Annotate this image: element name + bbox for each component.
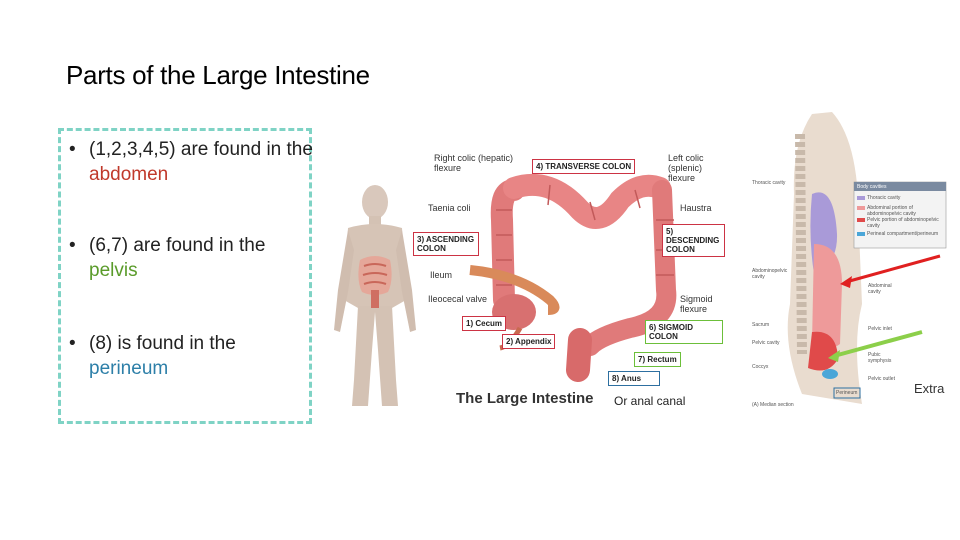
median-section-diagram bbox=[787, 112, 947, 404]
legend-abdominal: Abdominal portion of abdominopelvic cavi… bbox=[867, 205, 916, 217]
label-appendix: 2) Appendix bbox=[502, 334, 556, 349]
anno-taenia-coli: Taenia coli bbox=[428, 203, 471, 213]
side-label-coccyx: Coccyx bbox=[752, 364, 769, 370]
anno-haustra: Haustra bbox=[680, 203, 712, 213]
side-label-thoracic: Thoracic cavity bbox=[752, 180, 786, 186]
highlight-perineum: perineum bbox=[89, 358, 169, 379]
slide-title: Parts of the Large Intestine bbox=[66, 60, 370, 90]
bullet-symbol: • bbox=[69, 333, 76, 354]
label-cecum: 1) Cecum bbox=[462, 316, 507, 331]
bullet-symbol: • bbox=[69, 139, 76, 160]
label-descending-colon: 5) DESCENDING COLON bbox=[662, 224, 725, 257]
bullet-box: • (1,2,3,4,5) are found in the abdomen •… bbox=[58, 128, 313, 424]
label-sigmoid-colon: 6) SIGMOID COLON bbox=[645, 320, 723, 344]
highlight-abdomen: abdomen bbox=[89, 164, 169, 185]
legend-thoracic: Thoracic cavity bbox=[867, 195, 901, 201]
highlight-pelvis: pelvis bbox=[89, 260, 138, 281]
side-label-abdominal: Abdominal cavity bbox=[868, 283, 892, 295]
bullet-text: (6,7) are found in the bbox=[89, 235, 266, 256]
legend-title: Body cavities bbox=[857, 184, 887, 190]
side-label-pubic: Pubic symphysis bbox=[868, 352, 892, 364]
legend-pelvic: Pelvic portion of abdominopelvic cavity bbox=[867, 217, 939, 229]
side-label-perineum: Perineum bbox=[836, 390, 858, 396]
side-label-pelvic-outlet: Pelvic outlet bbox=[868, 376, 895, 382]
side-label-pelvic-inlet: Pelvic inlet bbox=[868, 326, 892, 332]
bullet-symbol: • bbox=[69, 235, 76, 256]
figure-title: The Large Intestine bbox=[456, 390, 594, 407]
side-label-sacrum: Sacrum bbox=[752, 322, 770, 328]
legend-perineal: Perineal compartment/perineum bbox=[867, 231, 939, 237]
label-ascending-colon: 3) ASCENDING COLON bbox=[413, 232, 479, 256]
human-body-illustration bbox=[334, 185, 416, 406]
anno-ileum: Ileum bbox=[430, 270, 453, 280]
side-label-median: (A) Median section bbox=[752, 402, 794, 408]
anno-sigmoid-flexure: Sigmoid flexure bbox=[680, 294, 713, 314]
extra-label: Extra bbox=[914, 381, 945, 396]
label-transverse-colon: 4) TRANSVERSE COLON bbox=[532, 159, 636, 174]
label-rectum: 7) Rectum bbox=[634, 352, 681, 367]
bullet-text: (1,2,3,4,5) are found in the bbox=[89, 139, 313, 160]
side-label-abdominopelvic: Abdominopelvic cavity bbox=[752, 268, 788, 280]
label-anus: 8) Anus bbox=[608, 371, 660, 386]
anno-left-colic: Left colic (splenic) flexure bbox=[668, 153, 704, 183]
bullet-text: (8) is found in the bbox=[89, 333, 236, 354]
side-label-pelvic-cavity: Pelvic cavity bbox=[752, 340, 780, 346]
large-intestine-diagram bbox=[469, 173, 677, 382]
anno-ileocecal-valve: Ileocecal valve bbox=[428, 294, 488, 304]
anal-canal-note: Or anal canal bbox=[614, 394, 686, 408]
anno-right-colic: Right colic (hepatic) flexure bbox=[434, 153, 514, 173]
